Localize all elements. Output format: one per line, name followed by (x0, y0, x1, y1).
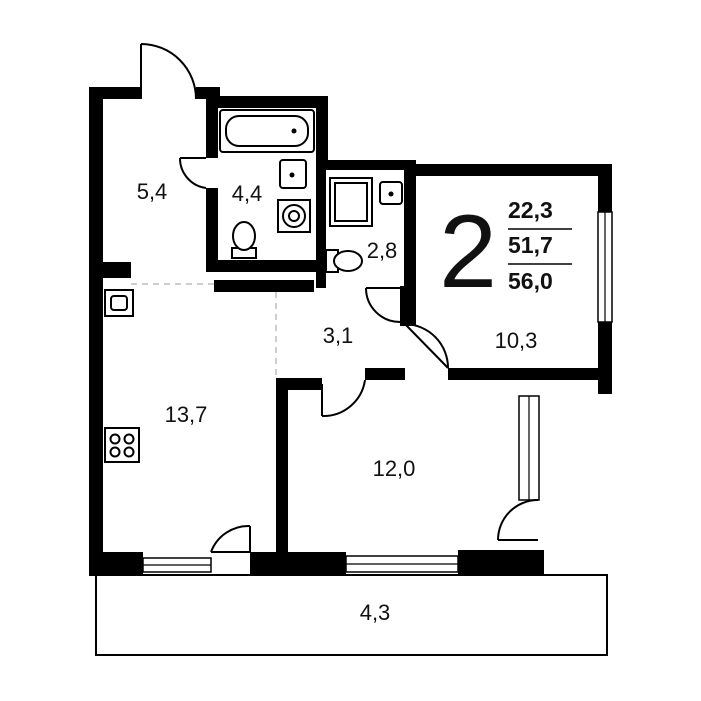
fixtures (104, 109, 403, 463)
living-area-value: 22,3 (508, 197, 553, 223)
room-area-bedroom-small: 10,3 (495, 328, 538, 353)
room-area-bedroom: 12,0 (373, 456, 416, 481)
net-area-value: 51,7 (508, 232, 553, 258)
room-area-hall: 5,4 (137, 179, 168, 204)
room-area-bathroom: 4,4 (232, 181, 263, 206)
room-area-wc: 2,8 (367, 238, 398, 263)
walls (89, 87, 612, 576)
rooms-count: 2 (439, 194, 497, 310)
room-area-kitchen-living: 13,7 (165, 402, 208, 427)
stove-icon (104, 427, 140, 463)
balcony-outline (95, 574, 608, 656)
room-area-corridor: 3,1 (323, 323, 354, 348)
doors (140, 43, 539, 553)
total-area-value: 56,0 (508, 268, 553, 294)
room-area-balcony: 4,3 (360, 600, 391, 625)
windows (142, 211, 613, 573)
